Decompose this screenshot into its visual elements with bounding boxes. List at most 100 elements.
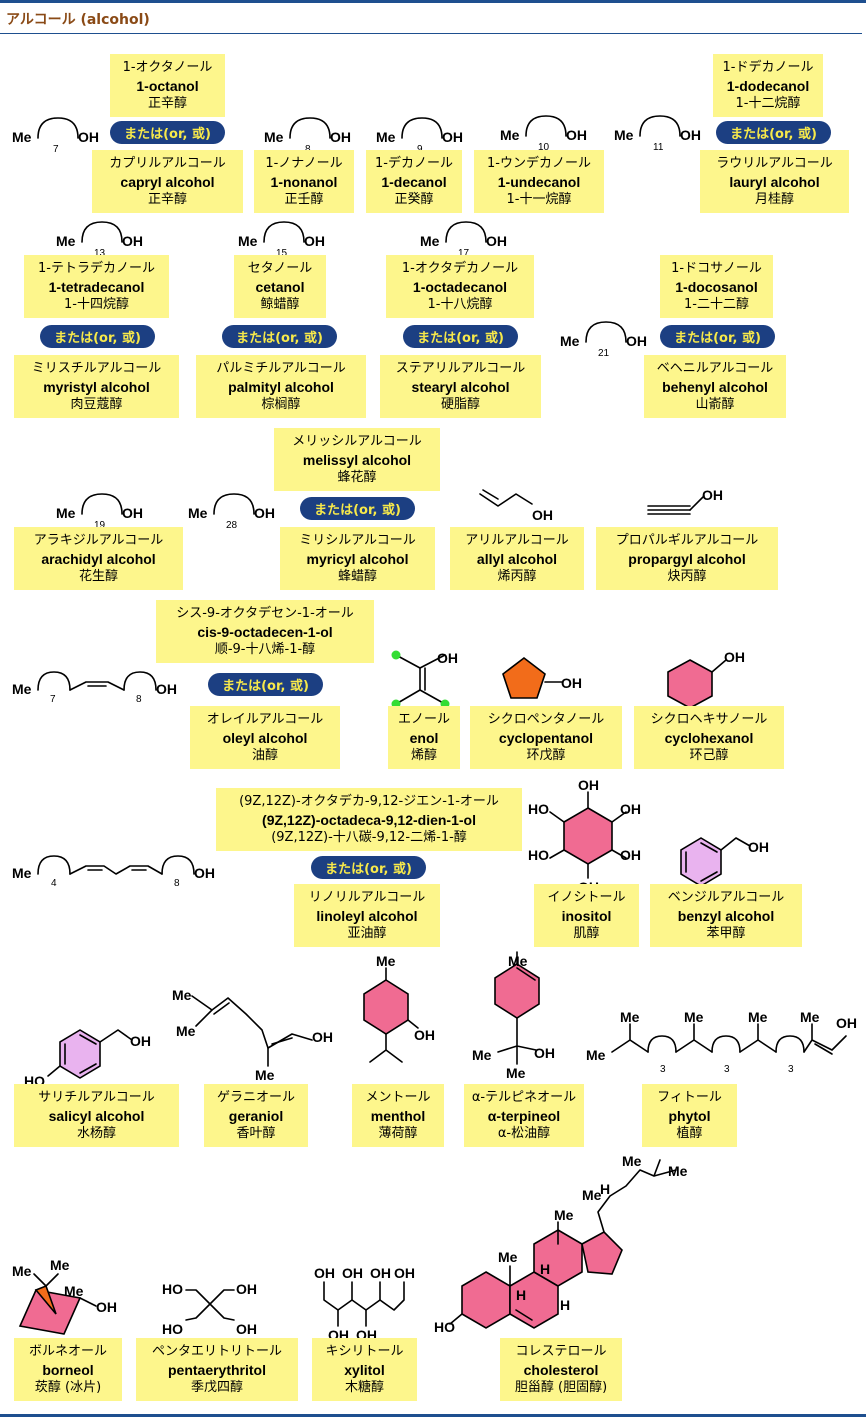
label-en: cholesterol: [523, 1361, 599, 1378]
struct-me: Me: [748, 1009, 768, 1025]
struct-oh: OH: [566, 127, 587, 143]
label-ja: シス-9-オクタデセン-1-オール: [176, 605, 354, 621]
label-1-octanol: 1-オクタノール 1-octanol 正辛醇: [110, 54, 225, 117]
struct-oh: OH: [314, 1265, 335, 1281]
label-zh: 肌醇: [573, 925, 600, 941]
struct-oh: OH: [236, 1321, 257, 1337]
or-pill: または(or, 或): [110, 121, 225, 144]
label-1-decanol: 1-デカノール 1-decanol 正癸醇: [366, 150, 462, 213]
struct-oh: OH: [194, 865, 215, 881]
structure-cyclohexanol: OH: [667, 649, 745, 709]
struct-me: Me: [472, 1047, 492, 1063]
label-cholesterol: コレステロール cholesterol 胆甾醇 (胆固醇): [500, 1338, 622, 1401]
label-zh: 正壬醇: [284, 191, 324, 207]
label-ja: ラウリルアルコール: [716, 155, 833, 171]
struct-oh: OH: [748, 839, 769, 855]
struct-me: Me: [12, 865, 32, 881]
label-behenyl-alcohol: ベヘニルアルコール behenyl alcohol 山嵛醇: [644, 355, 786, 418]
struct-ho: HO: [434, 1319, 455, 1335]
label-zh: 正辛醇: [147, 95, 187, 111]
label-ja: プロパルギルアルコール: [615, 532, 759, 548]
label-zh: 山嵛醇: [695, 396, 735, 412]
label-xylitol: キシリトール xylitol 木糖醇: [312, 1338, 417, 1401]
label-en: borneol: [42, 1361, 94, 1378]
structure-propargyl-alcohol: OH: [647, 487, 723, 515]
top-rule: [0, 0, 866, 3]
label-arachidyl-alcohol: アラキジルアルコール arachidyl alcohol 花生醇: [14, 527, 183, 590]
struct-me: Me: [614, 127, 634, 143]
struct-ho: HO: [162, 1321, 183, 1337]
label-allyl-alcohol: アリルアルコール allyl alcohol 烯丙醇: [450, 527, 584, 590]
label-en: myricyl alcohol: [306, 550, 409, 567]
label-ja: ベヘニルアルコール: [656, 360, 774, 376]
label-zh: 胆甾醇 (胆固醇): [514, 1379, 608, 1395]
label-en: allyl alcohol: [476, 550, 558, 567]
label-ja: アラキジルアルコール: [33, 532, 164, 548]
structure-1-undecanol: Me 10 OH: [500, 115, 587, 153]
label-en: 1-nonanol: [270, 173, 338, 190]
struct-oh: OH: [561, 675, 582, 691]
label-ja: シクロペンタノール: [487, 711, 605, 727]
label-propargyl-alcohol: プロパルギルアルコール propargyl alcohol 炔丙醇: [596, 527, 778, 590]
struct-oh: OH: [342, 1265, 363, 1281]
label-1-tetradecanol: 1-テトラデカノール 1-tetradecanol 1-十四烷醇: [24, 255, 169, 318]
struct-subscript: 10: [538, 142, 550, 153]
structure-cyclopentanol: OH: [502, 656, 582, 699]
label-ja: 1-ウンデカノール: [487, 155, 591, 171]
label-en: linoleyl alcohol: [316, 907, 418, 924]
label-en: oleyl alcohol: [222, 729, 308, 746]
or-pill: または(or, 或): [300, 497, 415, 520]
struct-me: Me: [582, 1187, 602, 1203]
struct-subscript: 19: [94, 520, 106, 531]
label-1-octadecanol: 1-オクタデカノール 1-octadecanol 1-十八烷醇: [386, 255, 534, 318]
structure-borneol: Me Me Me OH: [12, 1257, 117, 1335]
structure-1-nonanol: Me 8 OH: [264, 117, 351, 155]
label-zh: 香叶醇: [236, 1125, 276, 1141]
label-ja: 1-デカノール: [375, 155, 453, 171]
label-ja: ペンタエリトリトール: [151, 1343, 282, 1359]
label-ja: カプリルアルコール: [109, 155, 226, 171]
struct-subscript: 4: [51, 878, 57, 889]
struct-me: Me: [620, 1009, 640, 1025]
label-zh: 棕榈醇: [261, 396, 301, 412]
struct-oh: OH: [702, 487, 723, 503]
label-en: cis-9-octadecen-1-ol: [197, 623, 333, 640]
label-zh: 木糖醇: [344, 1379, 384, 1395]
label-menthol: メントール menthol 薄荷醇: [352, 1084, 444, 1147]
label-1-nonanol: 1-ノナノール 1-nonanol 正壬醇: [254, 150, 354, 213]
label-phytol: フィトール phytol 植醇: [642, 1084, 737, 1147]
label-ja: ミリシルアルコール: [299, 532, 416, 548]
label-ja: パルミチルアルコール: [216, 360, 346, 376]
struct-me: Me: [554, 1207, 574, 1223]
label-en: α-terpineol: [487, 1107, 561, 1124]
label-ja: セタノール: [247, 260, 313, 276]
label-zh: 1-十一烷醇: [506, 191, 572, 207]
struct-me: Me: [684, 1009, 704, 1025]
label-inositol: イノシトール inositol 肌醇: [534, 884, 639, 947]
label-zh: 植醇: [676, 1125, 703, 1141]
label-zh: 炔丙醇: [667, 568, 707, 584]
label-benzyl-alcohol: ベンジルアルコール benzyl alcohol 苯甲醇: [650, 884, 802, 947]
label-ja: サリチルアルコール: [38, 1089, 155, 1105]
label-zh: 顺-9-十八烯-1-醇: [214, 641, 316, 657]
struct-me: Me: [176, 1023, 196, 1039]
label-zh: 油醇: [251, 747, 278, 763]
struct-me: Me: [56, 505, 76, 521]
label-stearyl-alcohol: ステアリルアルコール stearyl alcohol 硬脂醇: [380, 355, 541, 418]
label-en: arachidyl alcohol: [41, 550, 156, 567]
label-en: 1-octanol: [136, 77, 199, 94]
struct-oh: OH: [122, 505, 143, 521]
struct-oh: OH: [122, 233, 143, 249]
struct-oh: OH: [620, 801, 641, 817]
label-ja: 1-ドデカノール: [722, 59, 814, 75]
struct-h: H: [540, 1261, 550, 1277]
struct-me: Me: [12, 681, 32, 697]
structure-pentaerythritol: HO OH HO OH: [162, 1281, 257, 1337]
struct-oh: OH: [130, 1033, 151, 1049]
label-geraniol: ゲラニオール geraniol 香叶醇: [204, 1084, 308, 1147]
label-zh: 季戊四醇: [190, 1379, 243, 1395]
label-ja: キシリトール: [325, 1343, 404, 1359]
or-pill: または(or, 或): [716, 121, 831, 144]
label-zh: 花生醇: [78, 568, 118, 584]
